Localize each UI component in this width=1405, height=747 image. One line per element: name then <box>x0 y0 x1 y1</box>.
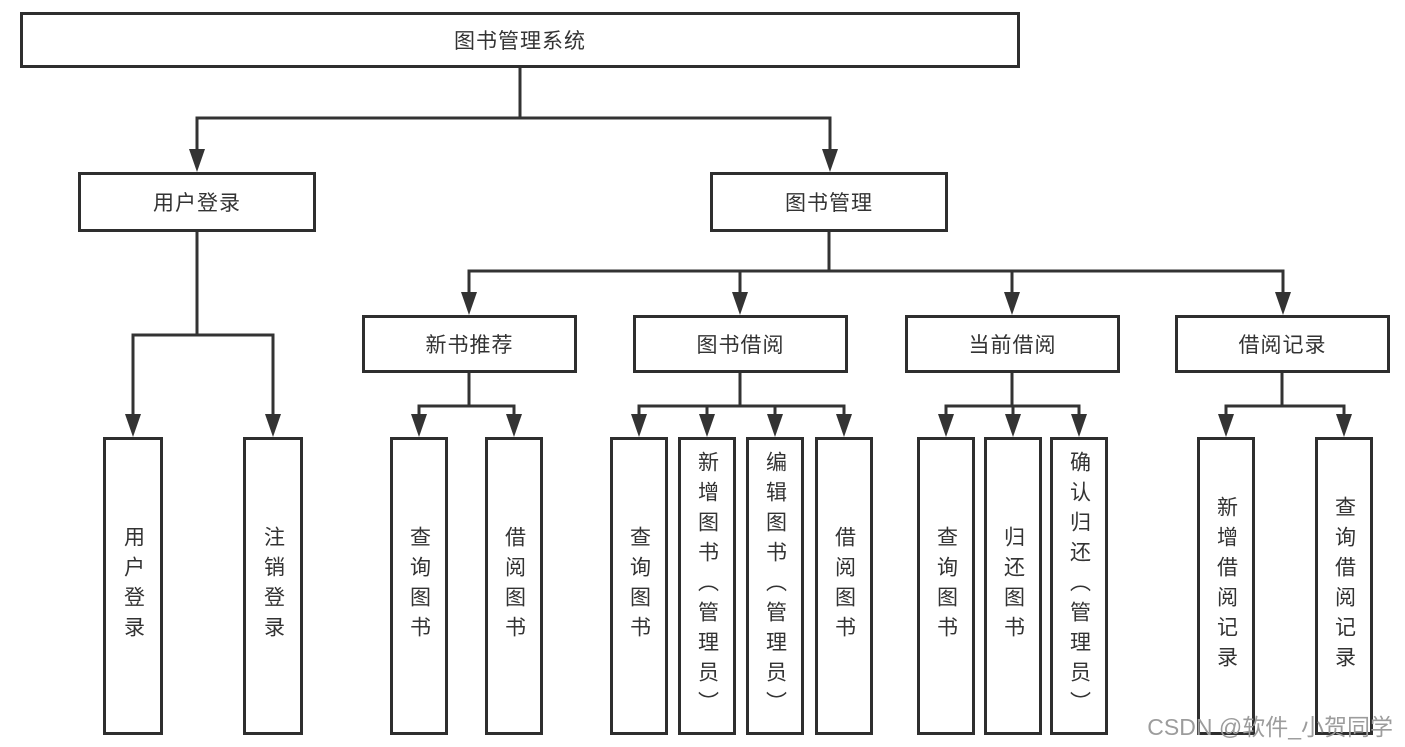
node-book-management: 图书管理 <box>710 172 948 232</box>
connector-current-borrow <box>938 373 1087 437</box>
leaf-confirm-return-admin: 确认归还（管理员） <box>1050 437 1108 735</box>
node-borrow-records-label: 借阅记录 <box>1238 334 1327 357</box>
node-user-login: 用户登录 <box>78 172 316 232</box>
leaf-query-books-current: 查询图书 <box>917 437 975 735</box>
node-new-book-recommend: 新书推荐 <box>362 315 577 373</box>
leaf-add-book-admin: 新增图书（管理员） <box>678 437 736 735</box>
leaf-edit-book-admin: 编辑图书（管理员） <box>746 437 804 735</box>
connector-root <box>189 68 838 172</box>
leaf-query-books-borrow: 查询图书 <box>610 437 668 735</box>
leaf-borrow-books: 借阅图书 <box>815 437 873 735</box>
node-book-borrow: 图书借阅 <box>633 315 848 373</box>
leaf-return-books: 归还图书 <box>984 437 1042 735</box>
connector-new-book <box>411 373 522 437</box>
node-book-borrow-label: 图书借阅 <box>696 334 785 357</box>
connector-user-login <box>125 232 281 437</box>
watermark: CSDN @软件_小贺同学 <box>1147 714 1393 740</box>
leaf-add-borrow-record: 新增借阅记录 <box>1197 437 1255 735</box>
node-book-management-label: 图书管理 <box>785 192 873 215</box>
node-new-book-recommend-label: 新书推荐 <box>425 334 514 357</box>
node-current-borrow: 当前借阅 <box>905 315 1120 373</box>
node-user-login-label: 用户登录 <box>153 192 241 215</box>
node-current-borrow-label: 当前借阅 <box>968 334 1057 357</box>
connector-book-management <box>461 232 1291 315</box>
node-root-label: 图书管理系统 <box>454 30 586 53</box>
leaf-borrow-books-recommend: 借阅图书 <box>485 437 543 735</box>
leaf-logout: 注销登录 <box>243 437 303 735</box>
node-root: 图书管理系统 <box>20 12 1020 68</box>
node-borrow-records: 借阅记录 <box>1175 315 1390 373</box>
connector-book-borrow <box>631 373 852 437</box>
leaf-user-login: 用户登录 <box>103 437 163 735</box>
leaf-query-books-recommend: 查询图书 <box>390 437 448 735</box>
connector-borrow-records <box>1218 373 1352 437</box>
leaf-query-borrow-record: 查询借阅记录 <box>1315 437 1373 735</box>
